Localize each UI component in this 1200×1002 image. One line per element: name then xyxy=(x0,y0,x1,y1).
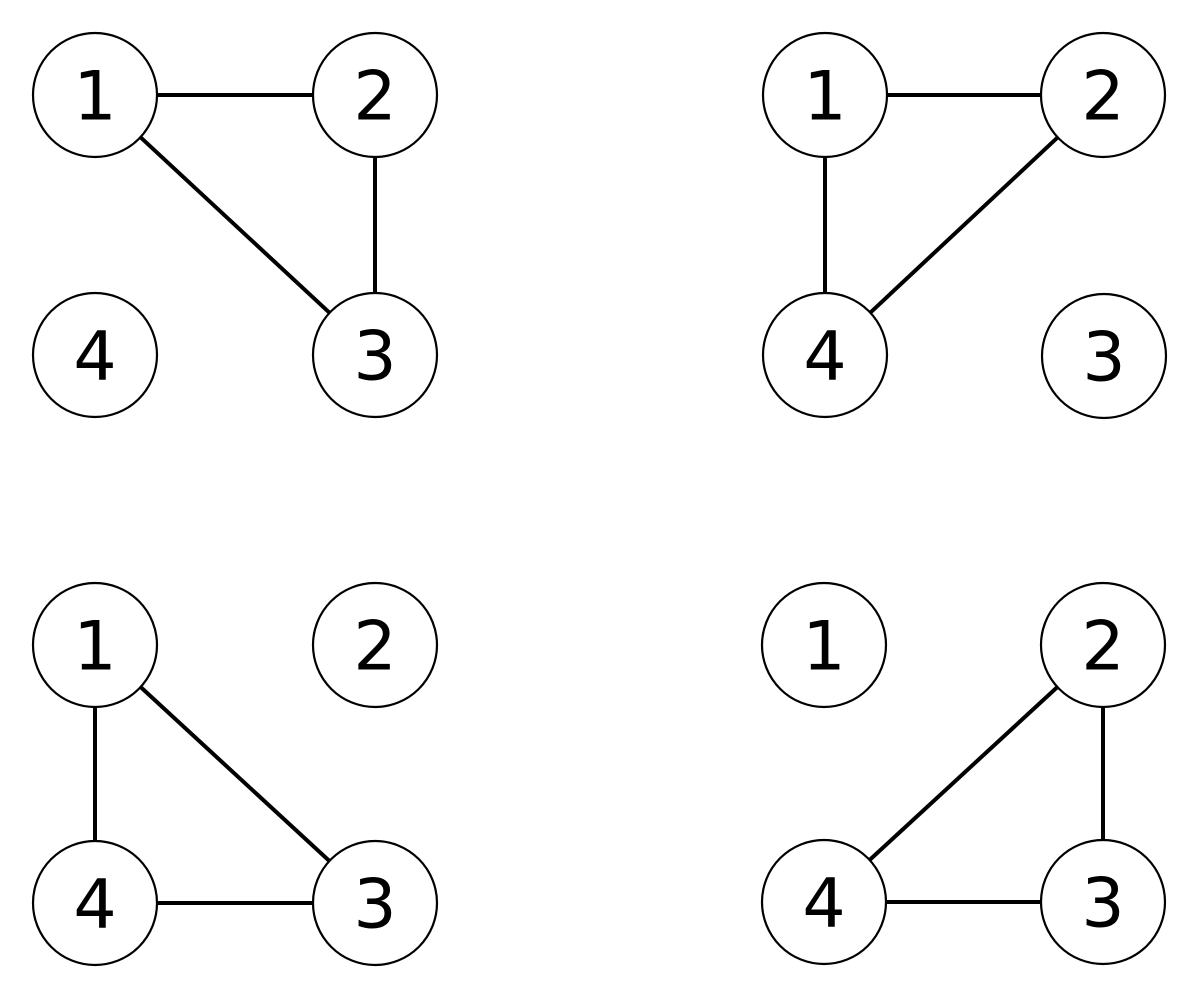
graph-node[interactable]: 4 xyxy=(31,839,159,967)
node-label: 2 xyxy=(353,608,396,687)
node-circle[interactable] xyxy=(31,31,159,159)
node-label: 1 xyxy=(802,608,845,687)
node-label: 3 xyxy=(1082,319,1125,398)
node-circle[interactable] xyxy=(1040,292,1168,420)
node-circle[interactable] xyxy=(311,31,439,159)
graph-node[interactable]: 1 xyxy=(761,31,889,159)
graph-node[interactable]: 2 xyxy=(1039,31,1167,159)
node-label: 4 xyxy=(73,318,116,397)
graph-edge xyxy=(868,685,1059,862)
graph-node[interactable]: 4 xyxy=(761,291,889,419)
node-circle[interactable] xyxy=(761,31,889,159)
graph-node[interactable]: 4 xyxy=(31,291,159,419)
node-label: 1 xyxy=(73,608,116,687)
graph-edge xyxy=(139,685,331,863)
panel-top-right: 1 2 3 4 xyxy=(761,31,1168,420)
node-circle[interactable] xyxy=(31,839,159,967)
node-circle[interactable] xyxy=(311,291,439,419)
graph-node[interactable]: 3 xyxy=(1039,838,1167,966)
graph-node[interactable]: 3 xyxy=(1040,292,1168,420)
node-label: 4 xyxy=(803,318,846,397)
node-circle[interactable] xyxy=(31,581,159,709)
graph-edge xyxy=(868,135,1060,315)
node-label: 1 xyxy=(803,58,846,137)
graph-node[interactable]: 3 xyxy=(311,839,439,967)
graph-edge xyxy=(139,135,331,315)
node-circle[interactable] xyxy=(31,291,159,419)
graph-node[interactable]: 2 xyxy=(311,581,439,709)
edge-group xyxy=(139,93,377,315)
panel-bottom-left: 1 2 3 4 xyxy=(31,581,439,967)
node-circle[interactable] xyxy=(760,581,888,709)
node-circle[interactable] xyxy=(1039,838,1167,966)
graph-node[interactable]: 4 xyxy=(760,838,888,966)
node-circle[interactable] xyxy=(1039,31,1167,159)
edge-group xyxy=(823,93,1060,315)
panel-bottom-right: 1 2 3 4 xyxy=(760,581,1167,966)
node-label: 2 xyxy=(1081,608,1124,687)
graph-node[interactable]: 1 xyxy=(760,581,888,709)
graph-node[interactable]: 2 xyxy=(1039,581,1167,709)
node-circle[interactable] xyxy=(1039,581,1167,709)
node-label: 3 xyxy=(353,318,396,397)
node-label: 4 xyxy=(73,866,116,945)
graph-node[interactable]: 2 xyxy=(311,31,439,159)
node-label: 2 xyxy=(353,58,396,137)
node-label: 4 xyxy=(802,865,845,944)
node-circle[interactable] xyxy=(311,839,439,967)
node-circle[interactable] xyxy=(311,581,439,709)
graph-node[interactable]: 1 xyxy=(31,31,159,159)
node-circle[interactable] xyxy=(760,838,888,966)
edge-group xyxy=(93,685,331,905)
graph-node[interactable]: 1 xyxy=(31,581,159,709)
edge-group xyxy=(868,685,1105,904)
node-circle[interactable] xyxy=(761,291,889,419)
node-label: 2 xyxy=(1081,58,1124,137)
panel-top-left: 1 2 3 4 xyxy=(31,31,439,419)
node-label: 3 xyxy=(353,866,396,945)
graph-node[interactable]: 3 xyxy=(311,291,439,419)
node-label: 3 xyxy=(1081,865,1124,944)
node-label: 1 xyxy=(73,58,116,137)
